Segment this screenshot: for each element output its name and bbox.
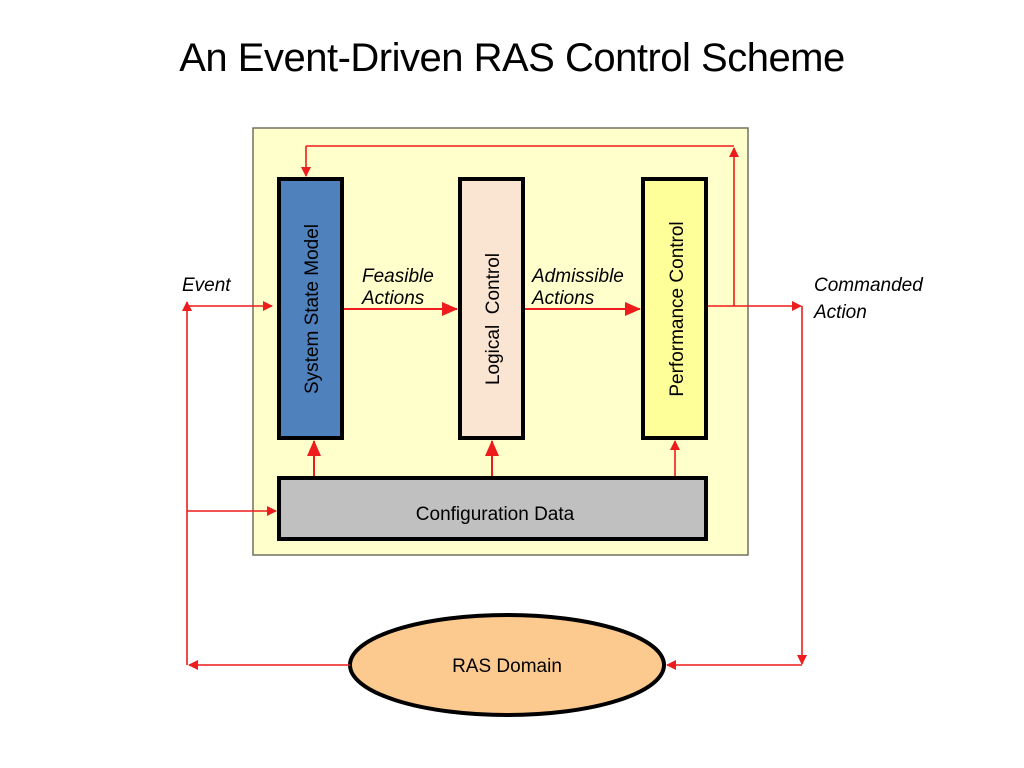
system-state-model-block[interactable]: System State Model <box>277 177 344 440</box>
feasible-actions-label-2: Actions <box>361 288 425 309</box>
system-state-model-label: System State Model <box>302 224 323 394</box>
ras-domain-label: RAS Domain <box>452 656 562 677</box>
ras-domain-ellipse[interactable]: RAS Domain <box>348 613 666 717</box>
logical-control-block[interactable]: Logical Control <box>458 177 525 440</box>
commanded-action-label-1: Commanded <box>814 275 924 296</box>
admissible-actions-label-1: Admissible <box>531 266 624 287</box>
performance-control-label: Performance Control <box>667 221 688 396</box>
performance-control-block[interactable]: Performance Control <box>641 177 708 440</box>
logical-control-label: Logical Control <box>483 253 504 385</box>
configuration-data-label: Configuration Data <box>416 504 575 525</box>
feasible-actions-label-1: Feasible <box>362 266 434 287</box>
commanded-action-label-2: Action <box>813 302 867 323</box>
event-label: Event <box>182 275 231 296</box>
configuration-data-block[interactable]: Configuration Data <box>277 476 708 541</box>
slide-title: An Event-Driven RAS Control Scheme <box>179 36 845 80</box>
admissible-actions-label-2: Actions <box>531 288 595 309</box>
